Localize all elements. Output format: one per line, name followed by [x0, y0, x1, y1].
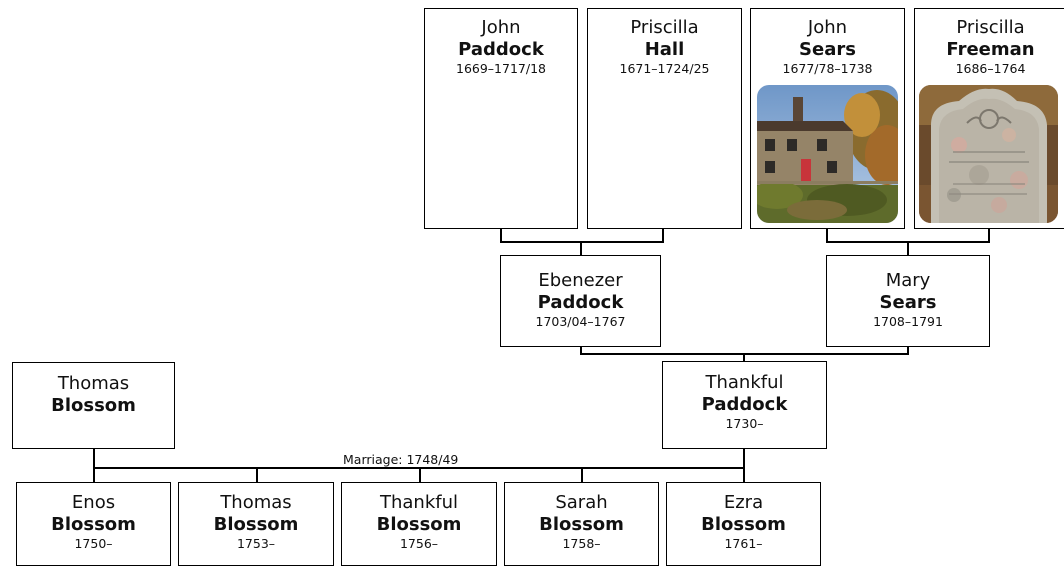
- life-dates: 1756–: [399, 536, 439, 551]
- gravestone-image: [919, 85, 1058, 223]
- gravestone-photo[interactable]: [919, 85, 1058, 223]
- surname: Sears: [879, 292, 937, 313]
- given-name: John: [807, 17, 848, 38]
- connector: [500, 241, 664, 243]
- given-name: Thankful: [379, 492, 458, 513]
- connector: [907, 346, 909, 354]
- life-dates: 1758–: [562, 536, 601, 551]
- given-name: Thomas: [57, 373, 130, 394]
- surname: Blossom: [51, 514, 136, 535]
- surname: Blossom: [51, 395, 136, 416]
- life-dates: 1671–1724/25: [619, 61, 710, 76]
- person-card-john-paddock[interactable]: John Paddock 1669–1717/18: [424, 8, 578, 229]
- person-card-sarah-blossom[interactable]: Sarah Blossom 1758–: [504, 482, 659, 566]
- connector: [580, 346, 582, 354]
- given-name: John: [481, 17, 521, 38]
- person-card-enos-blossom[interactable]: Enos Blossom 1750–: [16, 482, 171, 566]
- life-dates: 1753–: [236, 536, 276, 551]
- connector: [743, 467, 745, 483]
- connector: [662, 228, 664, 242]
- life-dates: 1761–: [724, 536, 763, 551]
- house-photo[interactable]: [757, 85, 898, 223]
- life-dates: 1750–: [74, 536, 113, 551]
- surname: Paddock: [701, 394, 788, 415]
- house-image: [757, 85, 898, 223]
- surname: Blossom: [701, 514, 786, 535]
- connector: [743, 353, 745, 362]
- surname: Paddock: [537, 292, 624, 313]
- person-card-john-sears[interactable]: John Sears 1677/78–1738: [750, 8, 905, 229]
- given-name: Thankful: [705, 372, 784, 393]
- surname: Blossom: [539, 514, 624, 535]
- surname: Paddock: [458, 39, 544, 60]
- life-dates: 1730–: [725, 416, 764, 431]
- connector: [500, 228, 502, 242]
- person-card-priscilla-freeman[interactable]: Priscilla Freeman 1686–1764: [914, 8, 1064, 229]
- life-dates: 1708–1791: [873, 314, 943, 329]
- person-card-thomas-blossom-child[interactable]: Thomas Blossom 1753–: [178, 482, 334, 566]
- surname: Freeman: [946, 39, 1035, 60]
- connector: [826, 228, 828, 242]
- surname: Sears: [799, 39, 856, 60]
- person-card-thankful-paddock[interactable]: Thankful Paddock 1730–: [662, 361, 827, 449]
- connector: [581, 467, 583, 483]
- connector: [907, 241, 909, 256]
- given-name: Ezra: [723, 492, 764, 513]
- given-name: Thomas: [220, 492, 292, 513]
- connector: [988, 228, 990, 242]
- person-card-ebenezer-paddock[interactable]: Ebenezer Paddock 1703/04–1767: [500, 255, 661, 347]
- person-card-thomas-blossom[interactable]: Thomas Blossom: [12, 362, 175, 449]
- given-name: Enos: [71, 492, 116, 513]
- connector: [93, 448, 95, 468]
- life-dates: 1677/78–1738: [782, 61, 873, 76]
- life-dates: 1703/04–1767: [535, 314, 626, 329]
- person-card-mary-sears[interactable]: Mary Sears 1708–1791: [826, 255, 990, 347]
- connector: [419, 467, 421, 483]
- connector: [743, 448, 745, 468]
- connector: [256, 467, 258, 483]
- connector: [580, 241, 582, 256]
- surname: Blossom: [376, 514, 462, 535]
- surname: Blossom: [213, 514, 299, 535]
- given-name: Mary: [885, 270, 931, 291]
- life-dates: 1686–1764: [955, 61, 1026, 76]
- given-name: Sarah: [555, 492, 608, 513]
- given-name: Ebenezer: [538, 270, 623, 291]
- person-card-thankful-blossom[interactable]: Thankful Blossom 1756–: [341, 482, 497, 566]
- given-name: Priscilla: [956, 17, 1025, 38]
- surname: Hall: [644, 39, 685, 60]
- connector: [93, 467, 95, 483]
- connector: [580, 353, 909, 355]
- marriage-label: Marriage: 1748/49: [343, 452, 459, 467]
- person-card-ezra-blossom[interactable]: Ezra Blossom 1761–: [666, 482, 821, 566]
- person-card-priscilla-hall[interactable]: Priscilla Hall 1671–1724/25: [587, 8, 742, 229]
- life-dates: 1669–1717/18: [456, 61, 546, 76]
- given-name: Priscilla: [630, 17, 699, 38]
